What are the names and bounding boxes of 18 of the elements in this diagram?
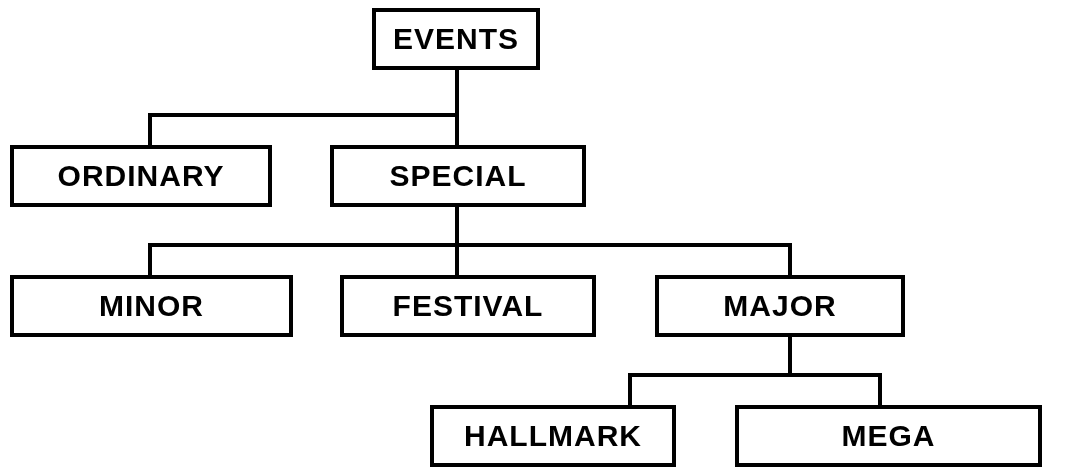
node-label: EVENTS bbox=[393, 22, 519, 56]
connector-line bbox=[455, 207, 792, 275]
category-box bbox=[10, 145, 272, 207]
node-label: MEGA bbox=[841, 419, 936, 453]
node-label: SPECIAL bbox=[389, 159, 527, 193]
node-label: MINOR bbox=[99, 289, 204, 323]
node-label: FESTIVAL bbox=[392, 289, 544, 323]
category-box bbox=[735, 405, 1042, 467]
node-label: ORDINARY bbox=[57, 159, 225, 193]
category-box bbox=[655, 275, 905, 337]
category-box bbox=[330, 145, 586, 207]
node-label: MAJOR bbox=[723, 289, 837, 323]
category-box bbox=[372, 8, 540, 70]
connector-line bbox=[455, 70, 459, 145]
category-box bbox=[340, 275, 596, 337]
category-box bbox=[430, 405, 676, 467]
node-label: HALLMARK bbox=[464, 419, 642, 453]
category-box bbox=[10, 275, 293, 337]
